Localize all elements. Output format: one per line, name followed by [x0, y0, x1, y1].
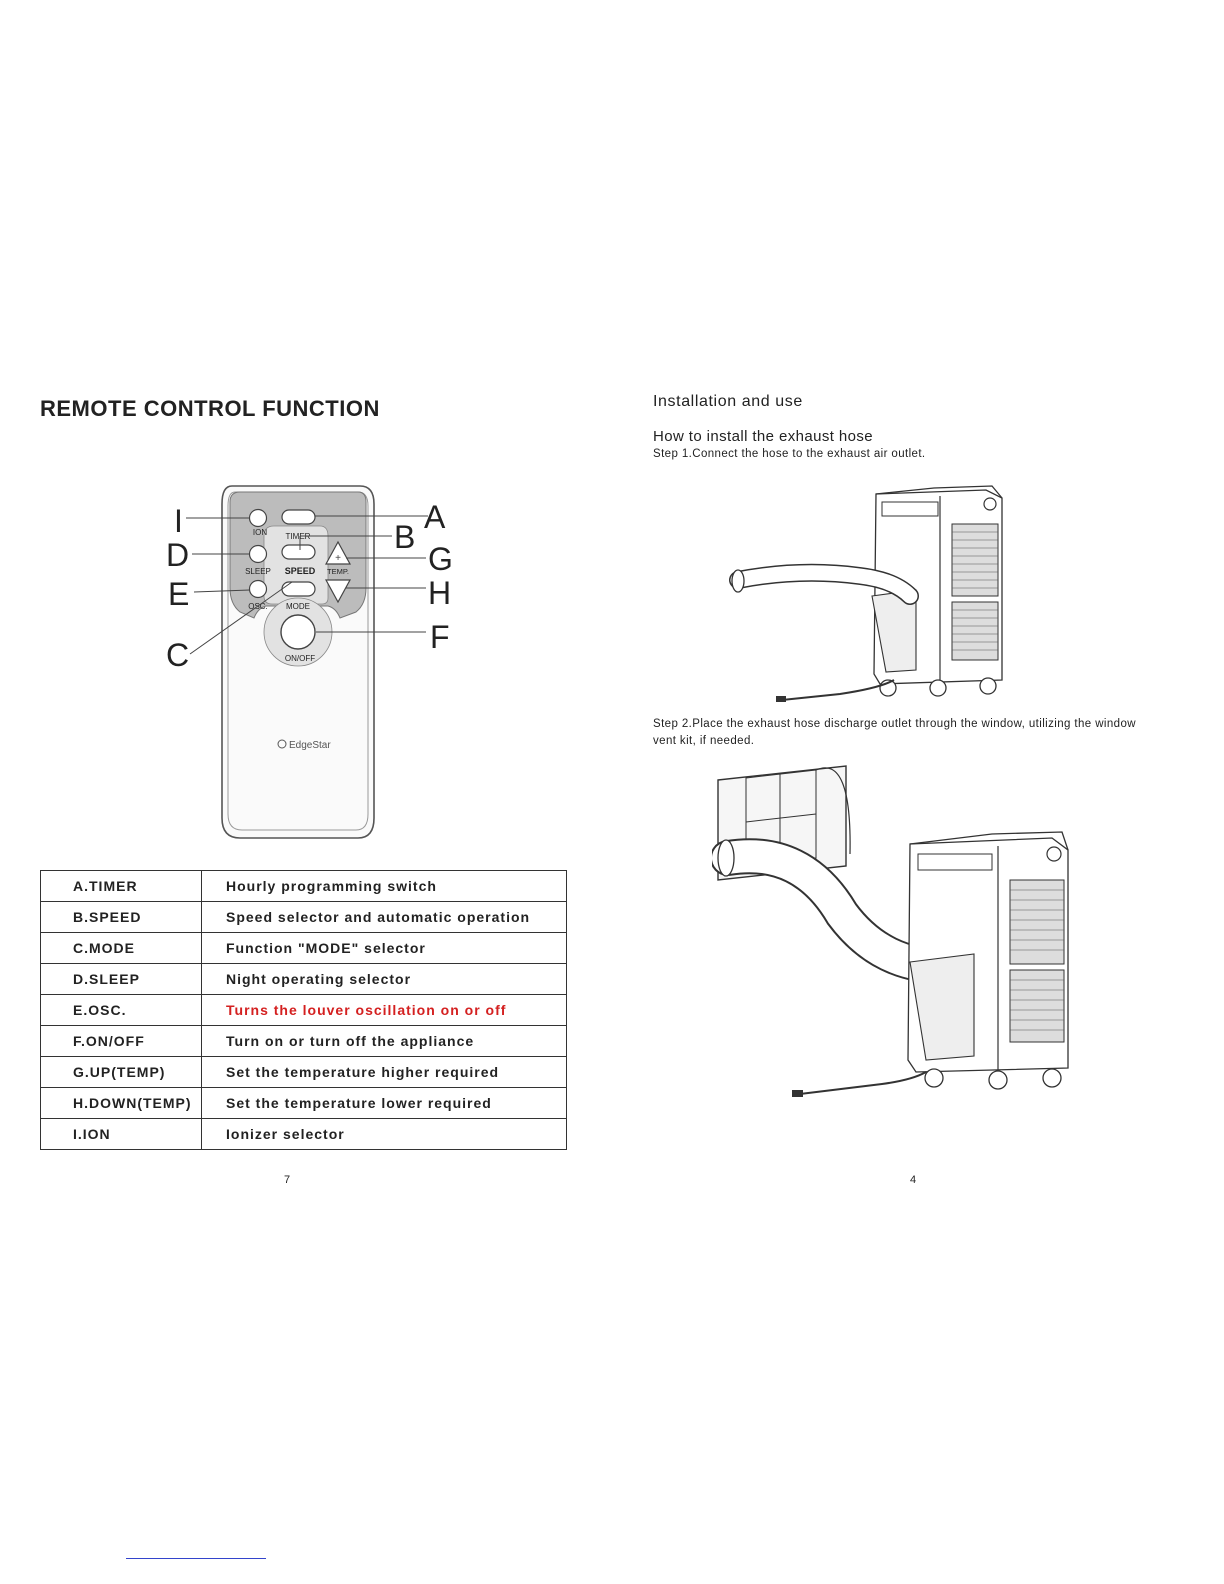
- page-title: REMOTE CONTROL FUNCTION: [40, 396, 380, 421]
- speed-label: SPEED: [285, 566, 316, 576]
- function-description: Ionizer selector: [201, 1118, 567, 1150]
- function-key: D.SLEEP: [40, 963, 202, 995]
- function-key: A.TIMER: [40, 870, 202, 902]
- section-title: Installation and use: [653, 393, 803, 410]
- function-description: Function "MODE" selector: [201, 932, 567, 964]
- function-key: F.ON/OFF: [40, 1025, 202, 1057]
- function-key: I.ION: [40, 1118, 202, 1150]
- function-key: B.SPEED: [40, 901, 202, 933]
- function-key: H.DOWN(TEMP): [40, 1087, 202, 1119]
- callout-d: D: [166, 537, 189, 573]
- step-1-text: Step 1.Connect the hose to the exhaust a…: [653, 448, 926, 460]
- page-number-right: 4: [910, 1174, 917, 1186]
- callout-f: F: [430, 619, 450, 655]
- callout-i: I: [174, 503, 183, 539]
- ac-unit-window-exhaust-illustration: [712, 765, 1069, 1097]
- function-key: E.OSC.: [40, 994, 202, 1026]
- temp-label: TEMP.: [327, 567, 349, 576]
- timer-label: TIMER: [286, 532, 311, 541]
- function-key: G.UP(TEMP): [40, 1056, 202, 1088]
- brand-logo: EdgeStar: [289, 740, 331, 751]
- function-description: Set the temperature higher required: [201, 1056, 567, 1088]
- step-2-text: Step 2.Place the exhaust hose discharge …: [653, 718, 1136, 747]
- function-description: Hourly programming switch: [201, 870, 567, 902]
- link-underline: [126, 1558, 266, 1559]
- function-key: C.MODE: [40, 932, 202, 964]
- callout-a: A: [424, 499, 446, 535]
- callout-g: G: [428, 541, 453, 577]
- table-row: G.UP(TEMP)Set the temperature higher req…: [40, 1056, 567, 1088]
- onoff-label: ON/OFF: [285, 654, 315, 663]
- function-description: Set the temperature lower required: [201, 1087, 567, 1119]
- callout-b: B: [394, 519, 415, 555]
- svg-text:+: +: [335, 553, 341, 564]
- function-description: Turns the louver oscillation on or off: [201, 994, 567, 1026]
- function-description: Turn on or turn off the appliance: [201, 1025, 567, 1057]
- table-row: E.OSC.Turns the louver oscillation on or…: [40, 994, 567, 1026]
- callout-c: C: [166, 637, 189, 673]
- function-description: Night operating selector: [201, 963, 567, 995]
- remote-control-illustration: + ION TIMER SLEEP SPEED TEMP. OSC. MODE …: [166, 485, 453, 839]
- section-subtitle: How to install the exhaust hose: [653, 428, 874, 445]
- callout-h: H: [428, 575, 451, 611]
- ac-unit-hose-connection-illustration: [729, 485, 1003, 702]
- table-row: H.DOWN(TEMP)Set the temperature lower re…: [40, 1087, 567, 1119]
- mode-label: MODE: [286, 602, 310, 611]
- function-description: Speed selector and automatic operation: [201, 901, 567, 933]
- page-number-left: 7: [284, 1174, 291, 1186]
- sleep-label: SLEEP: [245, 567, 271, 576]
- callout-e: E: [168, 576, 189, 612]
- ion-label: ION: [253, 528, 267, 537]
